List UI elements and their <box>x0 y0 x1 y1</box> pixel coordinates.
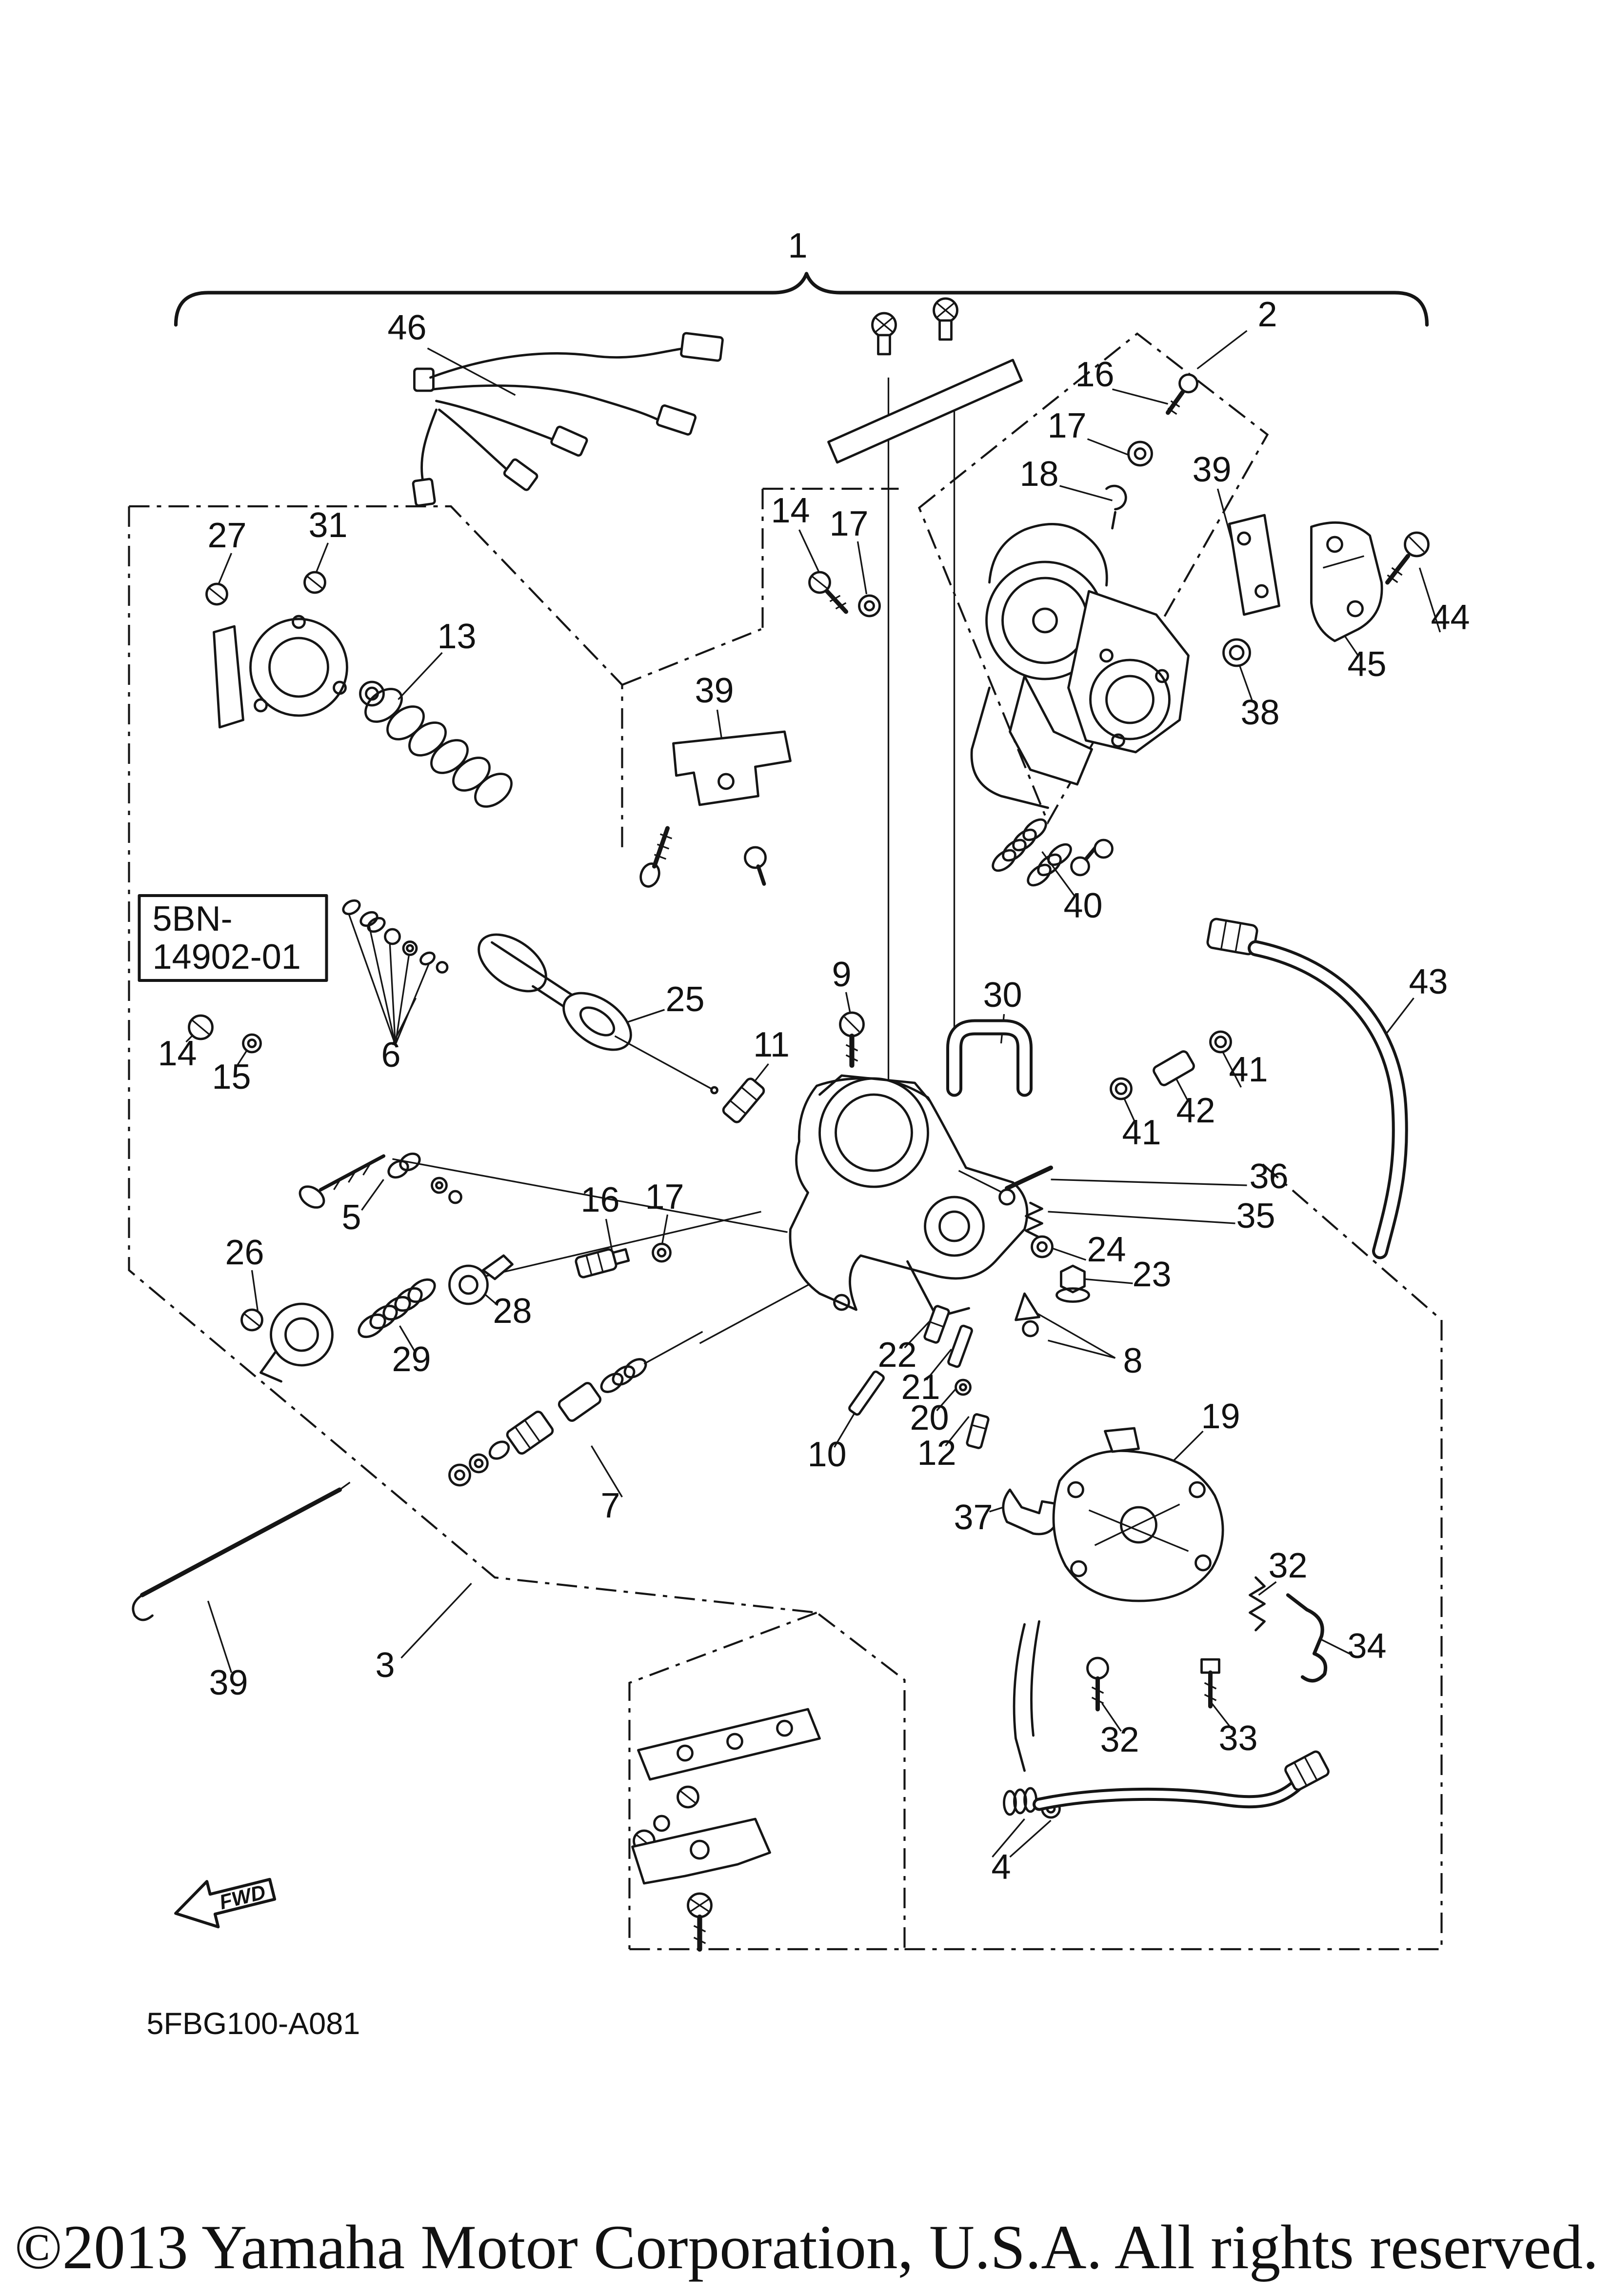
part-number-line1: 5BN- <box>153 899 233 938</box>
throttle-rod-39 <box>132 1481 351 1621</box>
callout-26: 26 <box>225 1233 264 1272</box>
breather-hose-43 <box>1206 918 1408 1259</box>
screw-16-17-mid <box>575 1242 672 1278</box>
screw-9 <box>839 1011 865 1068</box>
part-number-box: 5BN- 14902-01 <box>138 894 328 982</box>
callout-15: 15 <box>212 1058 251 1097</box>
needle-set-6 <box>342 899 449 974</box>
bracket-39-mid <box>639 730 792 888</box>
assembly-brace <box>174 272 1429 327</box>
callout-33: 33 <box>1218 1719 1257 1758</box>
callout-32: 32 <box>1100 1720 1139 1759</box>
callout-8: 8 <box>1123 1341 1142 1380</box>
callout-21: 21 <box>901 1368 940 1407</box>
callout-20: 20 <box>910 1398 949 1437</box>
carburetor-main-body <box>789 1074 1029 1318</box>
needle-set-7 <box>448 1331 703 1487</box>
callout-35: 35 <box>1236 1197 1275 1236</box>
callout-43: 43 <box>1409 962 1448 1001</box>
callout-29: 29 <box>392 1340 431 1379</box>
vacuum-piston-25 <box>478 933 718 1095</box>
callout-24: 24 <box>1087 1230 1126 1269</box>
callout-46: 46 <box>387 308 426 347</box>
pilot-screw-5 <box>299 1152 462 1209</box>
callout-16: 16 <box>1075 355 1114 394</box>
callout-14: 14 <box>771 491 810 530</box>
callout-16: 16 <box>580 1180 619 1219</box>
callout-9: 9 <box>832 955 851 994</box>
callout-11: 11 <box>753 1025 790 1064</box>
fasteners-36-35-24-23 <box>1005 1165 1090 1303</box>
callout-39: 39 <box>209 1663 248 1702</box>
callout-6: 6 <box>381 1036 400 1075</box>
callout-36: 36 <box>1249 1157 1288 1196</box>
carburetor-upper <box>970 373 1430 887</box>
callout-40: 40 <box>1063 886 1102 925</box>
cylinder-11 <box>722 1078 765 1123</box>
lever-28 <box>448 1254 514 1305</box>
spring-29 <box>358 1278 436 1338</box>
callout-27: 27 <box>207 516 246 555</box>
diagram-code: 5FBG100-A081 <box>147 2007 360 2041</box>
construction-lines <box>347 378 956 1344</box>
callout-32: 32 <box>1268 1546 1307 1585</box>
float-cover-19 <box>1013 1427 1328 1772</box>
callout-39: 39 <box>695 671 734 710</box>
callout-19: 19 <box>1201 1397 1240 1436</box>
callout-12: 12 <box>917 1434 956 1473</box>
cover-26 <box>240 1302 334 1383</box>
fwd-label: FWD <box>217 1880 268 1914</box>
callout-14: 14 <box>158 1034 197 1073</box>
screws-14-15 <box>188 1014 262 1054</box>
callout-7: 7 <box>600 1486 620 1525</box>
callout-23: 23 <box>1132 1255 1171 1294</box>
callout-18: 18 <box>1019 455 1058 494</box>
fwd-arrow: FWD <box>174 1877 277 1929</box>
callout-37: 37 <box>954 1498 993 1537</box>
callout-30: 30 <box>983 976 1022 1015</box>
callout-45: 45 <box>1347 645 1386 684</box>
callout-38: 38 <box>1240 693 1279 732</box>
callout-17: 17 <box>645 1178 684 1217</box>
callout-31: 31 <box>308 506 347 545</box>
part-number-line2: 14902-01 <box>153 938 301 977</box>
callout-25: 25 <box>665 980 704 1019</box>
callout-34: 34 <box>1347 1627 1386 1666</box>
callout-17: 17 <box>829 504 868 543</box>
callout-1: 1 <box>788 226 807 265</box>
callout-10: 10 <box>807 1435 846 1474</box>
callout-3: 3 <box>375 1646 395 1685</box>
diaphragm-cover-left <box>205 571 513 808</box>
copyright-text: ©2013 Yamaha Motor Corporation, U.S.A. A… <box>15 2212 1599 2282</box>
elbow-joint-30 <box>946 1019 1033 1097</box>
wire-harness <box>412 332 724 507</box>
fittings-41-42 <box>1110 1030 1232 1100</box>
callout-41: 41 <box>1229 1050 1268 1089</box>
top-bracket <box>827 297 1023 464</box>
callout-28: 28 <box>493 1292 532 1331</box>
callout-4: 4 <box>991 1848 1011 1887</box>
top-middle-fasteners <box>808 571 881 618</box>
callout-44: 44 <box>1431 598 1470 637</box>
jets-and-valves <box>848 1292 1061 1536</box>
callout-13: 13 <box>437 617 476 656</box>
callout-17: 17 <box>1047 406 1086 445</box>
callout-42: 42 <box>1176 1091 1215 1130</box>
callout-39: 39 <box>1192 450 1231 489</box>
callout-2: 2 <box>1257 295 1277 334</box>
callout-22: 22 <box>877 1336 916 1375</box>
fuel-hose-4 <box>1003 1750 1330 1819</box>
bottom-bracket-assembly <box>631 1708 821 1952</box>
group-boundaries <box>128 332 1443 1951</box>
callout-41: 41 <box>1122 1113 1161 1152</box>
leader-lines <box>185 330 1441 1858</box>
callout-5: 5 <box>341 1198 361 1237</box>
